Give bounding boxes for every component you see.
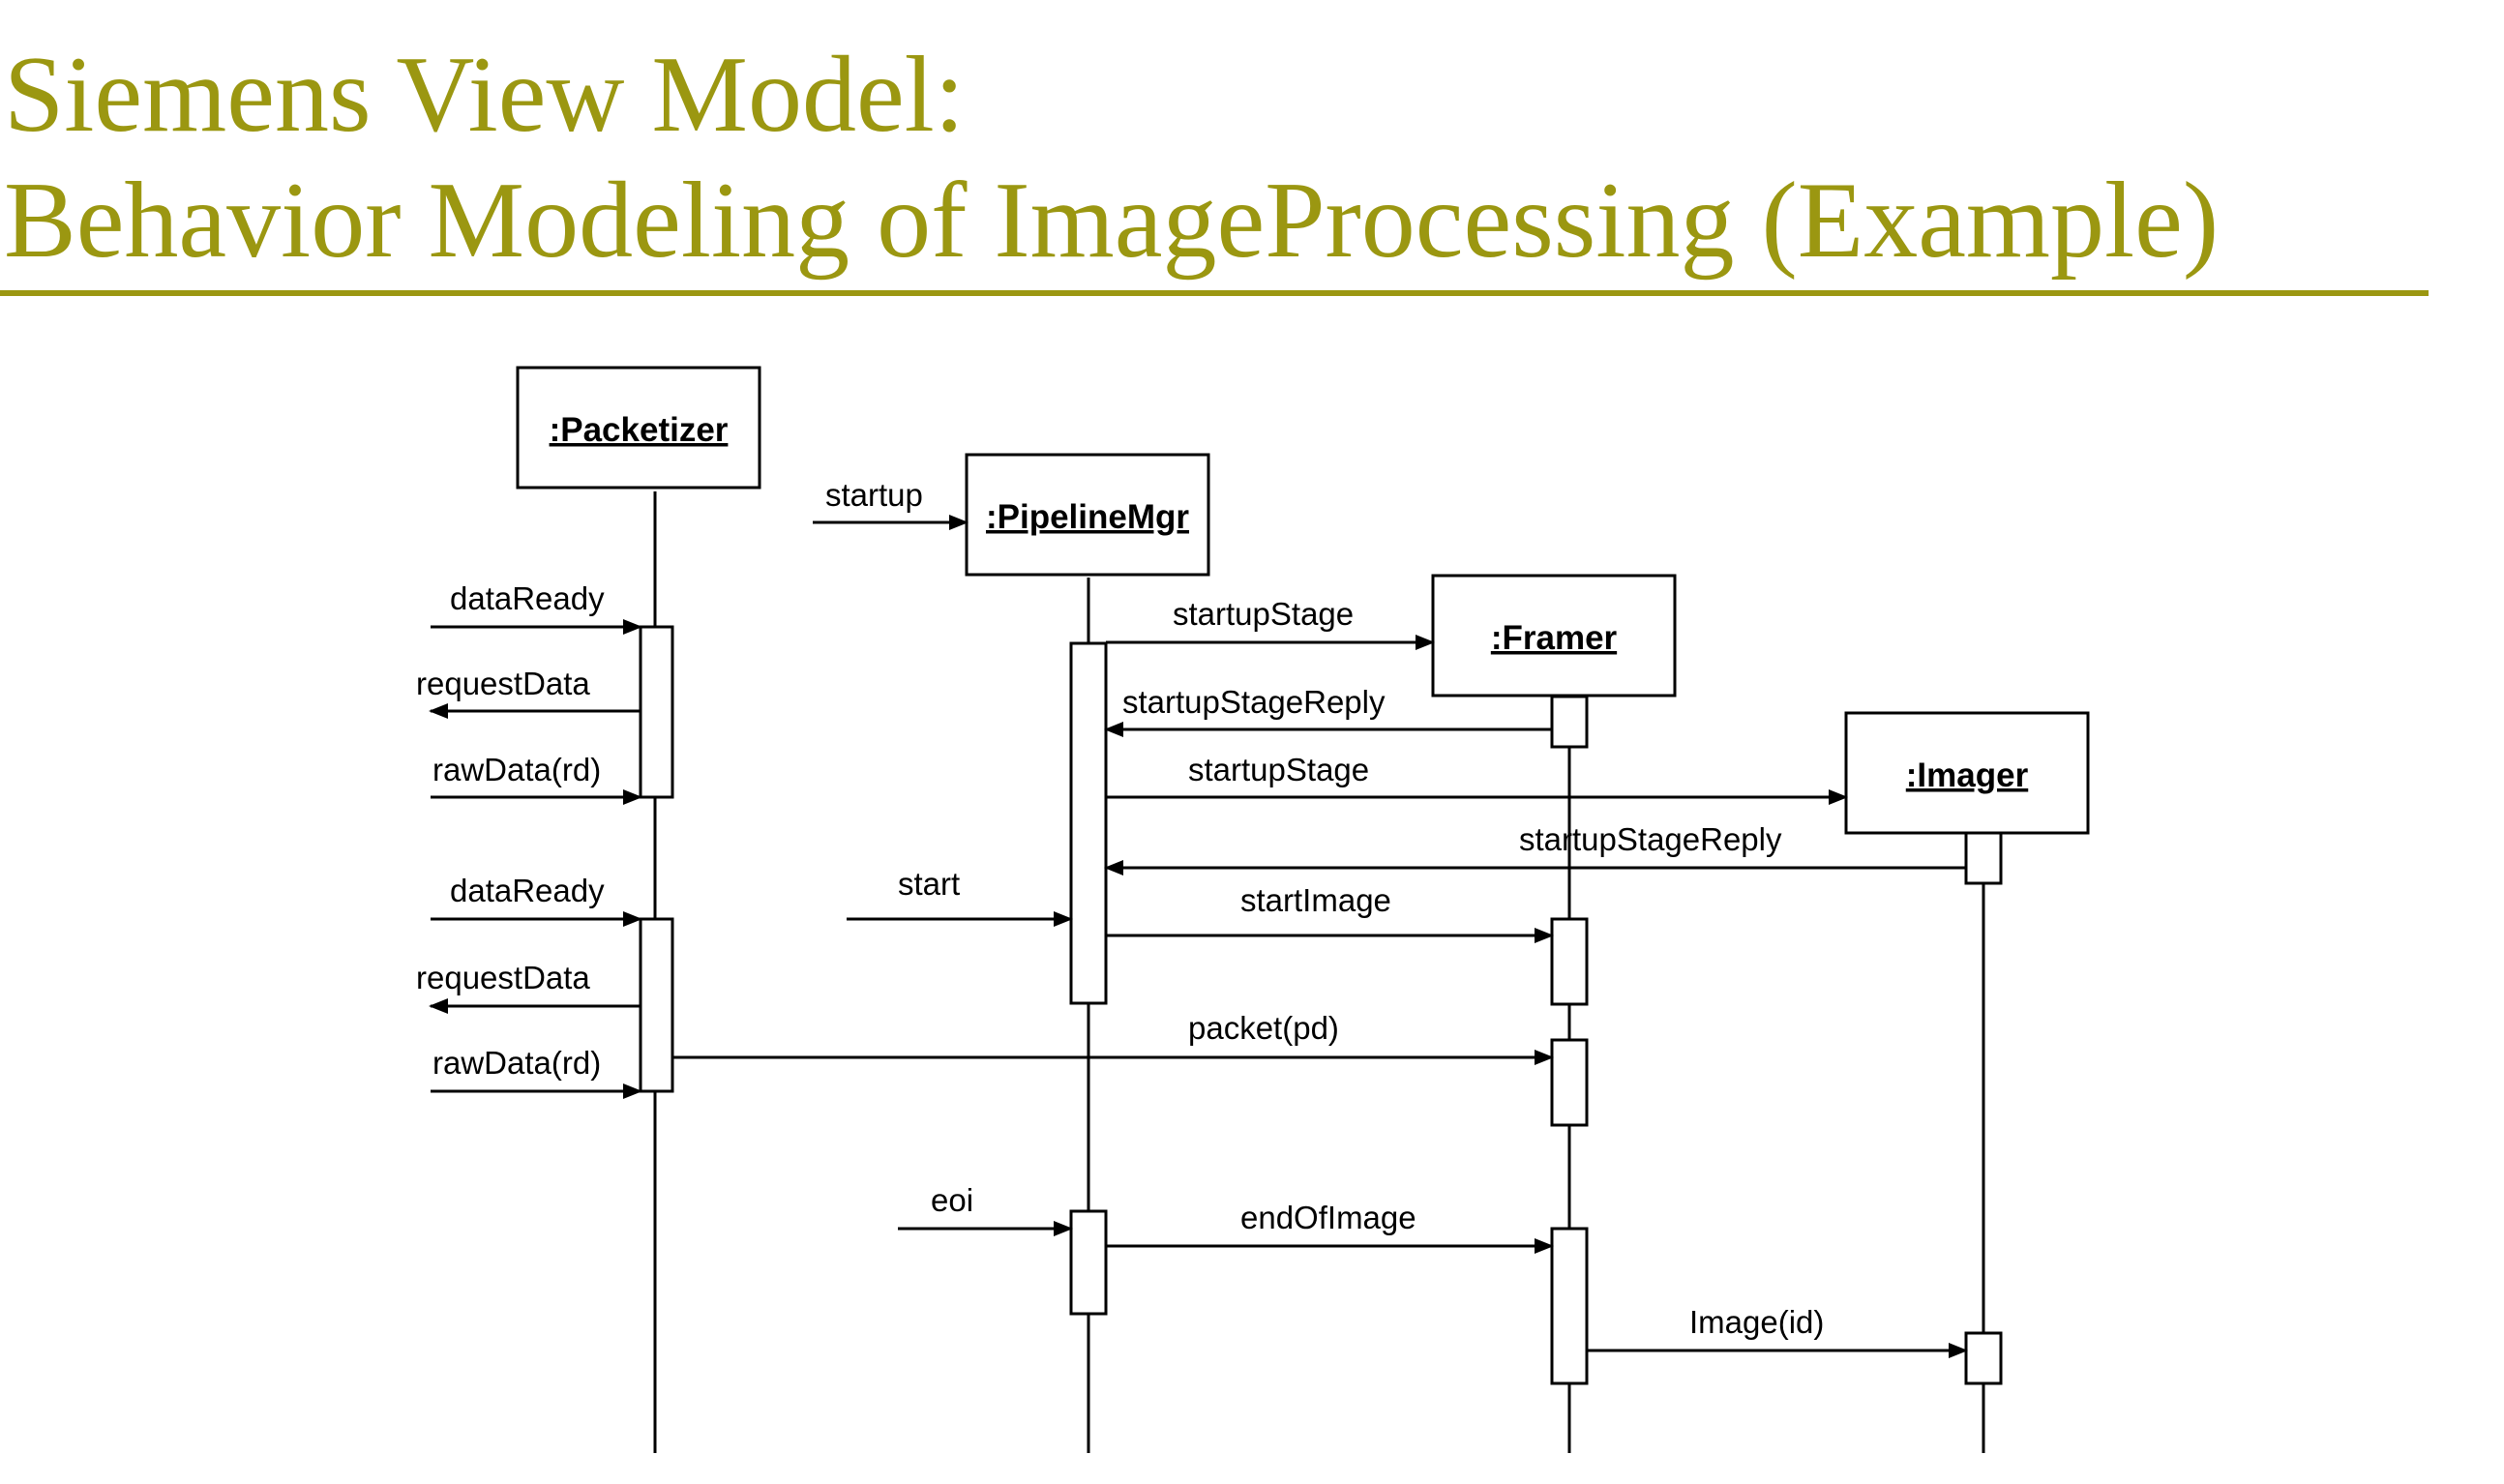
object-label-pipelinemgr: :PipelineMgr xyxy=(986,498,1189,536)
message-label-requestdata-1: requestData xyxy=(416,666,590,701)
object-label-packetizer: :Packetizer xyxy=(550,411,729,449)
object-box-packetizer xyxy=(516,366,761,490)
message-label-image: Image(id) xyxy=(1689,1304,1824,1340)
message-label-startupstagereply-2: startupStageReply xyxy=(1519,821,1782,857)
message-label-dataready-2: dataReady xyxy=(450,873,605,908)
message-label-rawdata-2: rawData(rd) xyxy=(432,1045,601,1081)
activation-imager-2 xyxy=(1964,1331,2003,1385)
message-label-startup: startup xyxy=(825,477,923,513)
activation-framer-1 xyxy=(1550,695,1589,749)
slide-title-line-2: Behavior Modeling of ImageProcessing (Ex… xyxy=(4,161,2220,281)
object-label-imager: :Imager xyxy=(1906,757,2029,794)
activation-imager-1 xyxy=(1964,831,2003,885)
message-label-rawdata-1: rawData(rd) xyxy=(432,752,601,787)
object-box-pipelinemgr xyxy=(965,453,1210,577)
activation-framer-4 xyxy=(1550,1227,1589,1385)
activation-framer-2 xyxy=(1550,917,1589,1006)
message-label-startupstagereply-1: startupStageReply xyxy=(1122,684,1386,720)
object-box-imager xyxy=(1844,711,2090,835)
message-label-packet: packet(pd) xyxy=(1188,1010,1339,1046)
message-label-startimage: startImage xyxy=(1240,882,1391,918)
message-label-requestdata-2: requestData xyxy=(416,960,590,995)
message-label-endofimage: endOfImage xyxy=(1240,1200,1416,1235)
message-label-start: start xyxy=(898,866,960,902)
message-label-startupstage-1: startupStage xyxy=(1173,596,1354,632)
title-underline xyxy=(0,290,2429,296)
activation-framer-3 xyxy=(1550,1038,1589,1127)
object-box-framer xyxy=(1431,574,1677,697)
slide-title-line-1: Siemens View Model: xyxy=(4,35,965,155)
message-label-eoi: eoi xyxy=(931,1182,973,1218)
activation-packetizer-1 xyxy=(639,625,674,799)
activation-pipelinemgr-1 xyxy=(1069,641,1108,1005)
message-label-dataready-1: dataReady xyxy=(450,580,605,616)
object-label-framer: :Framer xyxy=(1491,619,1618,657)
activation-pipelinemgr-2 xyxy=(1069,1209,1108,1316)
activation-packetizer-2 xyxy=(639,917,674,1093)
message-label-startupstage-2: startupStage xyxy=(1188,752,1369,787)
